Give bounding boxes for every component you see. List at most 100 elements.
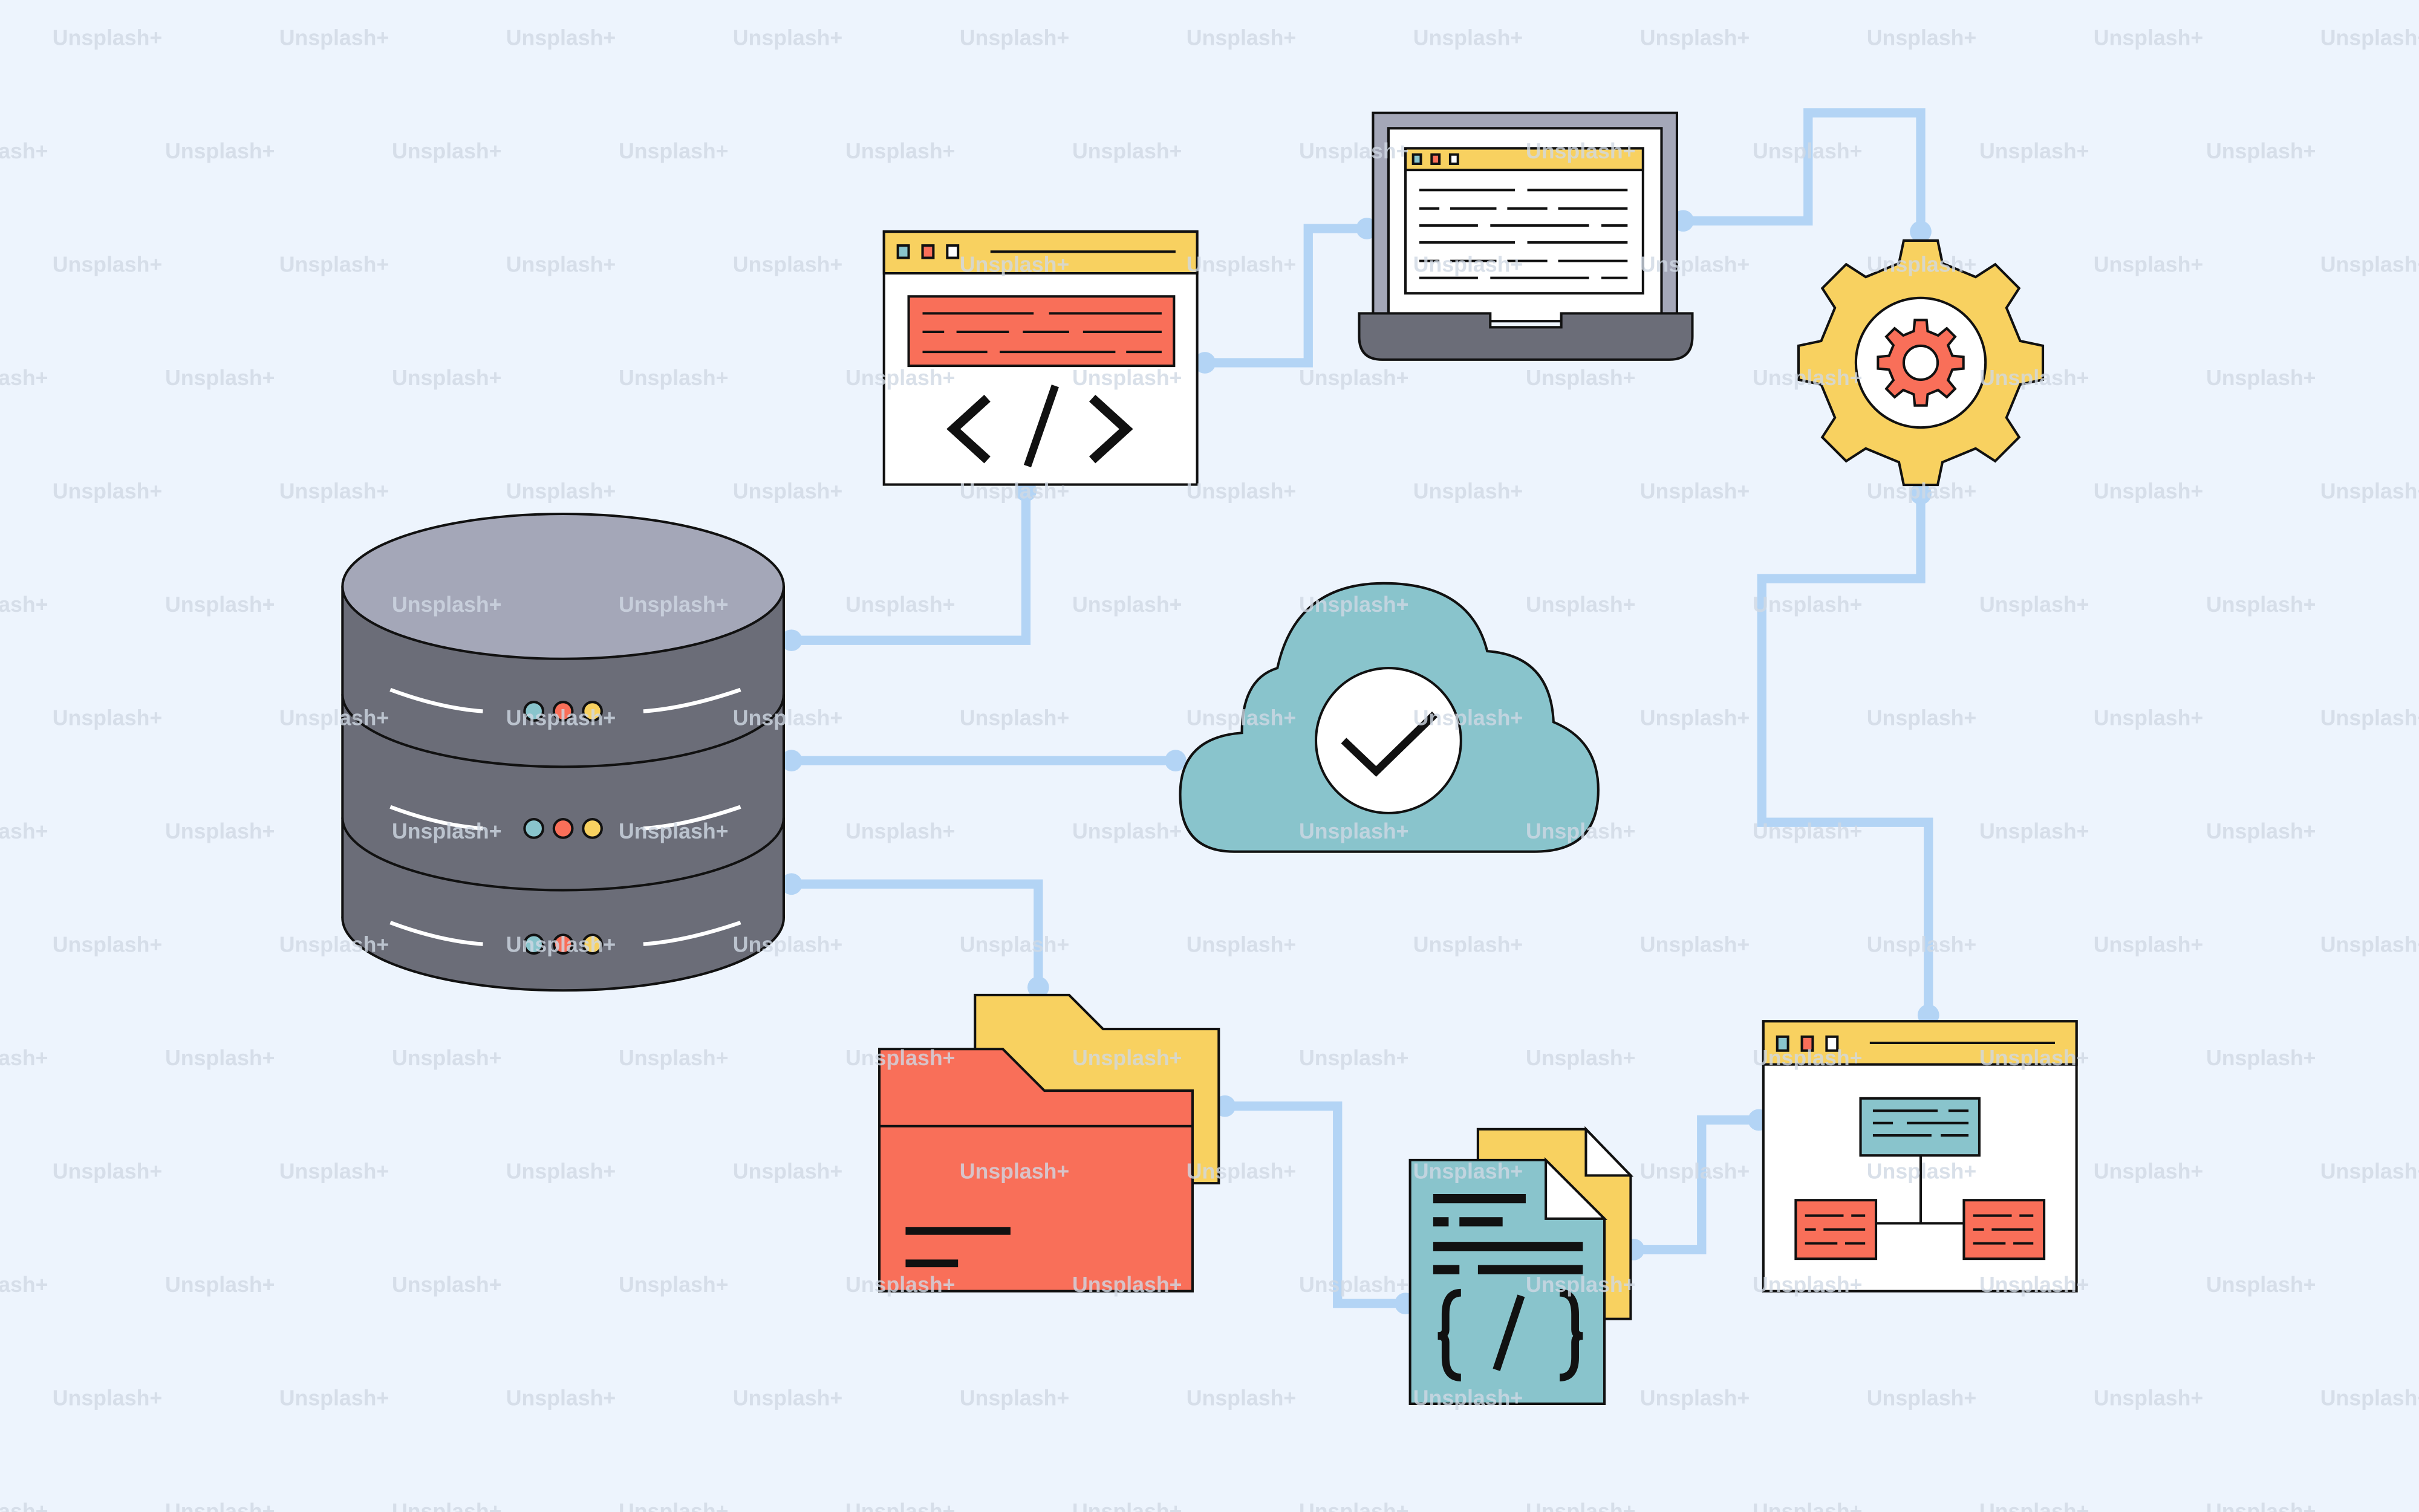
watermark-text: Unsplash+ [506, 25, 616, 50]
sitemap-window-icon [1762, 1020, 2078, 1293]
watermark-text: Unsplash+ [165, 1046, 275, 1070]
watermark-text: Unsplash+ [2206, 592, 2316, 617]
watermark-text: Unsplash+ [0, 366, 48, 390]
watermark-text: Unsplash+ [1187, 706, 1297, 730]
watermark-text: Unsplash+ [53, 932, 163, 956]
database-status-light [523, 818, 544, 839]
watermark-text: Unsplash+ [1640, 252, 1750, 276]
watermark-text: Unsplash+ [2320, 479, 2419, 503]
watermark-text: Unsplash+ [2094, 932, 2204, 956]
watermark-text: Unsplash+ [1753, 592, 1863, 617]
watermark-text: Unsplash+ [1526, 366, 1636, 390]
database-line [389, 687, 741, 713]
watermark-text: Unsplash+ [1413, 25, 1523, 50]
watermark-text: Unsplash+ [1526, 1046, 1636, 1070]
watermark-text: Unsplash+ [1187, 1159, 1297, 1183]
watermark-text: Unsplash+ [392, 366, 502, 390]
watermark-text: Unsplash+ [165, 592, 275, 617]
watermark-text: Unsplash+ [165, 819, 275, 843]
watermark-text: Unsplash+ [1753, 1046, 1863, 1070]
watermark-text: Unsplash+ [1867, 25, 1977, 50]
watermark-text: Unsplash+ [1640, 706, 1750, 730]
watermark-text: Unsplash+ [1526, 1499, 1636, 1512]
watermark-text: Unsplash+ [1640, 932, 1750, 956]
watermark-text: Unsplash+ [1867, 252, 1977, 276]
watermark-text: Unsplash+ [392, 1499, 502, 1512]
watermark-text: Unsplash+ [0, 1273, 48, 1297]
watermark-text: Unsplash+ [2094, 479, 2204, 503]
watermark-text: Unsplash+ [1526, 1273, 1636, 1297]
watermark-text: Unsplash+ [2320, 932, 2419, 956]
database-status-light [523, 701, 544, 722]
watermark-text: Unsplash+ [733, 479, 843, 503]
watermark-text: Unsplash+ [1867, 932, 1977, 956]
database-line [389, 805, 741, 831]
watermark-text: Unsplash+ [1753, 1273, 1863, 1297]
watermark-text: Unsplash+ [506, 706, 616, 730]
watermark-text: Unsplash+ [733, 252, 843, 276]
watermark-text: Unsplash+ [1640, 1386, 1750, 1410]
watermark-text: Unsplash+ [1979, 819, 2089, 843]
watermark-text: Unsplash+ [2320, 1386, 2419, 1410]
watermark-text: Unsplash+ [2320, 706, 2419, 730]
watermark-text: Unsplash+ [1413, 252, 1523, 276]
watermark-text: Unsplash+ [1299, 592, 1409, 617]
watermark-text: Unsplash+ [1187, 1386, 1297, 1410]
watermark-text: Unsplash+ [960, 25, 1070, 50]
watermark-text: Unsplash+ [53, 1386, 163, 1410]
watermark-text: Unsplash+ [1640, 1159, 1750, 1183]
watermark-text: Unsplash+ [2320, 1159, 2419, 1183]
watermark-text: Unsplash+ [1299, 366, 1409, 390]
watermark-text: Unsplash+ [1753, 819, 1863, 843]
watermark-text: Unsplash+ [1867, 706, 1977, 730]
code-file-icon [1408, 1126, 1634, 1405]
database-status-light [523, 933, 544, 955]
watermark-text: Unsplash+ [845, 819, 956, 843]
watermark-text: Unsplash+ [2206, 1273, 2316, 1297]
watermark-text: Unsplash+ [845, 592, 956, 617]
watermark-text: Unsplash+ [506, 1386, 616, 1410]
watermark-text: Unsplash+ [1187, 252, 1297, 276]
watermark-text: Unsplash+ [845, 1273, 956, 1297]
watermark-text: Unsplash+ [165, 366, 275, 390]
watermark-text: Unsplash+ [53, 1159, 163, 1183]
watermark-text: Unsplash+ [2206, 819, 2316, 843]
watermark-text: Unsplash+ [1187, 932, 1297, 956]
watermark-text: Unsplash+ [1299, 139, 1409, 163]
watermark-text: Unsplash+ [1753, 139, 1863, 163]
watermark-text: Unsplash+ [960, 932, 1070, 956]
watermark-text: Unsplash+ [0, 592, 48, 617]
watermark-text: Unsplash+ [392, 819, 502, 843]
laptop-icon [1358, 111, 1694, 361]
watermark-text: Unsplash+ [1413, 479, 1523, 503]
database-status-light [552, 818, 574, 839]
watermark-text: Unsplash+ [619, 366, 729, 390]
database-status-light [582, 701, 603, 722]
watermark-text: Unsplash+ [1979, 366, 2089, 390]
watermark-text: Unsplash+ [165, 1273, 275, 1297]
watermark-text: Unsplash+ [2094, 25, 2204, 50]
watermark-text: Unsplash+ [733, 706, 843, 730]
watermark-text: Unsplash+ [1299, 1499, 1409, 1512]
watermark-text: Unsplash+ [2206, 1046, 2316, 1070]
watermark-text: Unsplash+ [2094, 1386, 2204, 1410]
watermark-text: Unsplash+ [1640, 479, 1750, 503]
watermark-text: Unsplash+ [845, 1046, 956, 1070]
watermark-text: Unsplash+ [1072, 1273, 1182, 1297]
watermark-text: Unsplash+ [733, 1159, 843, 1183]
watermark-text: Unsplash+ [619, 1273, 729, 1297]
watermark-text: Unsplash+ [1753, 366, 1863, 390]
watermark-text: Unsplash+ [1526, 592, 1636, 617]
watermark-text: Unsplash+ [165, 1499, 275, 1512]
watermark-text: Unsplash+ [165, 139, 275, 163]
watermark-text: Unsplash+ [1072, 1499, 1182, 1512]
watermark-text: Unsplash+ [2094, 252, 2204, 276]
watermark-text: Unsplash+ [1526, 819, 1636, 843]
watermark-text: Unsplash+ [1072, 139, 1182, 163]
cloud-check-icon [1179, 582, 1600, 853]
watermark-text: Unsplash+ [733, 25, 843, 50]
watermark-text: Unsplash+ [960, 252, 1070, 276]
watermark-text: Unsplash+ [2206, 1499, 2316, 1512]
watermark-text: Unsplash+ [0, 1499, 48, 1512]
